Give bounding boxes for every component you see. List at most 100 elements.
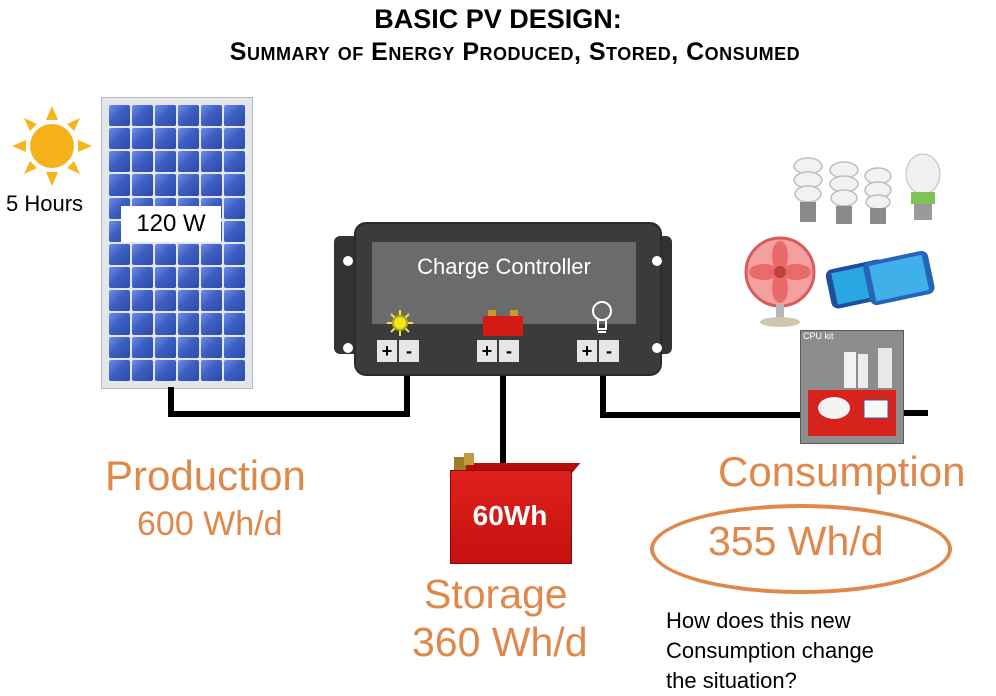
wire-panel-up	[404, 374, 410, 417]
solar-cell	[224, 290, 245, 312]
solar-cell	[224, 243, 245, 266]
terminal-load: + -	[577, 340, 619, 362]
consumption-highlight-ellipse	[650, 504, 952, 594]
solar-cell	[132, 359, 153, 381]
solar-cell	[224, 313, 245, 335]
sun-icon	[387, 310, 413, 336]
wire-load-extend	[902, 410, 928, 416]
solar-cell	[132, 267, 153, 289]
mount-hole	[652, 343, 662, 353]
solar-cell	[201, 290, 222, 312]
solar-cell	[224, 128, 245, 150]
solar-cell	[109, 174, 130, 196]
storage-value: 360 Wh/d	[412, 619, 588, 665]
controller-label: Charge Controller	[417, 254, 591, 279]
solar-cell	[178, 128, 199, 150]
question-text: How does this new Consumption change the…	[666, 606, 966, 696]
question-line: How does this new	[666, 608, 851, 633]
solar-cell	[201, 243, 222, 266]
solar-cell	[201, 359, 222, 381]
sun-hours-label: 5 Hours	[6, 191, 84, 216]
battery-icon	[483, 310, 523, 336]
terminal-plus: +	[577, 340, 597, 362]
solar-cell	[224, 197, 245, 219]
solar-cell	[132, 128, 153, 150]
solar-cell	[178, 313, 199, 335]
solar-cell	[155, 267, 176, 289]
terminal-minus: -	[499, 340, 519, 362]
smartphones-icon	[826, 250, 935, 309]
solar-cell	[109, 128, 130, 150]
cpu-kit-contents-icon	[808, 348, 896, 436]
lightbulb-icon	[592, 301, 612, 333]
mount-hole	[652, 256, 662, 266]
solar-cell	[109, 267, 130, 289]
fan-icon	[744, 236, 816, 327]
question-line: the situation?	[666, 668, 797, 693]
solar-cell	[132, 290, 153, 312]
diagram-subtitle: Summary of Energy Produced, Stored, Cons…	[229, 38, 801, 66]
terminal-plus: +	[477, 340, 497, 362]
solar-cell	[132, 243, 153, 266]
solar-cell	[178, 243, 199, 266]
solar-cell	[178, 151, 199, 173]
solar-cell	[155, 151, 176, 173]
solar-cell	[201, 105, 222, 127]
solar-cell	[224, 336, 245, 358]
solar-cell	[178, 267, 199, 289]
wire-panel-down	[168, 387, 174, 417]
solar-cell	[178, 336, 199, 358]
solar-cell	[155, 174, 176, 196]
solar-cell	[109, 290, 130, 312]
production-title: Production	[105, 452, 306, 499]
solar-cell	[155, 290, 176, 312]
production-value: 600 Wh/d	[137, 505, 283, 543]
wire-battery	[500, 374, 506, 470]
battery-post	[454, 457, 466, 471]
terminal-solar: + -	[377, 340, 419, 362]
controller-faceplate	[372, 242, 636, 324]
solar-cell	[178, 105, 199, 127]
terminal-plus: +	[377, 340, 397, 362]
solar-cell	[132, 105, 153, 127]
solar-cell	[201, 151, 222, 173]
lightbulbs-icon	[793, 153, 941, 224]
solar-cell	[224, 359, 245, 381]
wire-load-horizontal	[600, 412, 800, 418]
storage-battery	[450, 470, 572, 564]
solar-cell	[155, 336, 176, 358]
terminal-battery: + -	[477, 340, 519, 362]
terminal-minus: -	[599, 340, 619, 362]
solar-cell	[109, 243, 130, 266]
solar-cell	[155, 105, 176, 127]
mount-hole	[343, 343, 353, 353]
solar-cell	[132, 313, 153, 335]
solar-cell	[224, 105, 245, 127]
solar-cell	[178, 174, 199, 196]
solar-cell	[201, 267, 222, 289]
solar-cell	[224, 267, 245, 289]
solar-cell	[109, 105, 130, 127]
solar-cell	[224, 174, 245, 196]
solar-cell	[201, 313, 222, 335]
solar-cell	[178, 359, 199, 381]
consumption-value: 355 Wh/d	[708, 518, 884, 564]
solar-cell	[178, 290, 199, 312]
wire-load-down	[600, 374, 606, 418]
solar-cell	[201, 336, 222, 358]
question-line: Consumption change	[666, 638, 874, 663]
solar-cell	[155, 243, 176, 266]
wire-panel-horizontal	[168, 411, 410, 417]
solar-cell	[155, 313, 176, 335]
solar-cell	[224, 220, 245, 242]
solar-cell	[132, 151, 153, 173]
storage-title: Storage	[424, 571, 568, 617]
solar-cell	[109, 336, 130, 358]
cpu-kit-label: CPU kit	[803, 331, 834, 341]
diagram-title: BASIC PV DESIGN:	[374, 4, 622, 34]
solar-cell	[224, 151, 245, 173]
solar-cell	[132, 174, 153, 196]
consumption-title: Consumption	[718, 448, 966, 495]
panel-wattage-label: 120 W	[121, 206, 221, 242]
solar-cell	[109, 359, 130, 381]
